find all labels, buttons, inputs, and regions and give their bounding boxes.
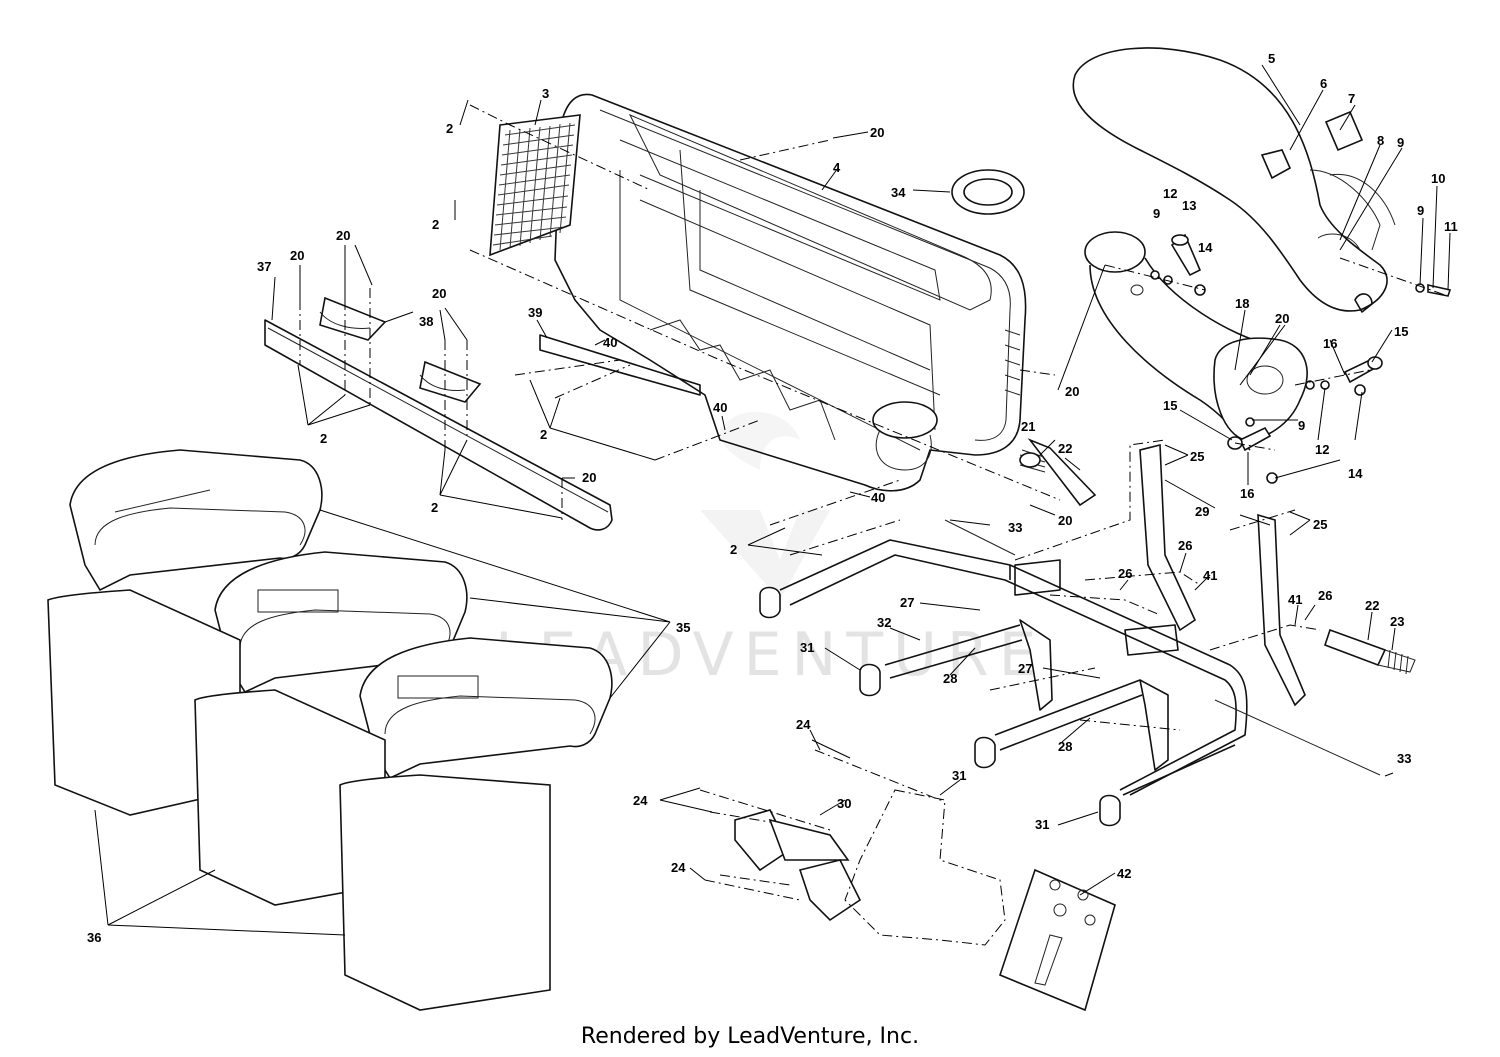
callout-40-b: 40 bbox=[713, 400, 727, 415]
footer-credit: Rendered by LeadVenture, Inc. bbox=[580, 1024, 920, 1049]
callout-20-d: 20 bbox=[290, 248, 304, 263]
callout-9-b: 9 bbox=[1417, 203, 1424, 218]
plate-part-42 bbox=[999, 868, 1116, 1012]
callout-5: 5 bbox=[1268, 51, 1275, 66]
ring-part-34 bbox=[951, 169, 1025, 215]
callout-33-a: 33 bbox=[1008, 520, 1022, 535]
callout-24-a: 24 bbox=[796, 717, 811, 732]
callout-11: 11 bbox=[1444, 219, 1458, 234]
callout-20-f: 20 bbox=[432, 286, 446, 301]
callout-20-g: 20 bbox=[582, 470, 596, 485]
callout-labels: 2 3 20 4 34 5 6 7 8 9 10 11 9 12 13 9 14… bbox=[87, 51, 1458, 945]
callout-24-c: 24 bbox=[671, 860, 686, 875]
callout-26-c: 26 bbox=[1318, 588, 1332, 603]
callout-20-h: 20 bbox=[1058, 513, 1072, 528]
callout-31-b: 31 bbox=[1035, 817, 1049, 832]
strip-part-39 bbox=[539, 334, 701, 396]
callout-12-b: 12 bbox=[1315, 442, 1329, 457]
callout-2-c: 2 bbox=[320, 431, 327, 446]
callout-10: 10 bbox=[1431, 171, 1445, 186]
callout-12-a: 12 bbox=[1163, 186, 1177, 201]
screen-part-3 bbox=[489, 114, 581, 257]
spring-sleeve-left bbox=[1019, 438, 1097, 507]
bag-frame-3 bbox=[359, 637, 613, 780]
callout-26-a: 26 bbox=[1178, 538, 1192, 553]
rail-part-37 bbox=[264, 319, 613, 531]
bracket-part-30 bbox=[734, 809, 862, 922]
callout-14-b: 14 bbox=[1348, 466, 1363, 481]
callout-6: 6 bbox=[1320, 76, 1327, 91]
callout-22-b: 22 bbox=[1365, 598, 1379, 613]
callout-28-b: 28 bbox=[1058, 739, 1072, 754]
callout-42: 42 bbox=[1117, 866, 1131, 881]
callout-39: 39 bbox=[528, 305, 542, 320]
callout-22-a: 22 bbox=[1058, 441, 1072, 456]
callout-36: 36 bbox=[87, 930, 101, 945]
callout-35: 35 bbox=[676, 620, 690, 635]
callout-30: 30 bbox=[837, 796, 851, 811]
callout-27-a: 27 bbox=[900, 595, 914, 610]
callout-2-a: 2 bbox=[446, 121, 453, 136]
callout-9-a: 9 bbox=[1397, 135, 1404, 150]
callout-27-b: 27 bbox=[1018, 661, 1032, 676]
callout-9-c: 9 bbox=[1153, 206, 1160, 221]
bracket-part-38-b bbox=[419, 360, 482, 403]
callout-40-c: 40 bbox=[871, 490, 885, 505]
callout-16-a: 16 bbox=[1323, 336, 1337, 351]
frame-assembly bbox=[759, 519, 1381, 827]
callout-25-b: 25 bbox=[1313, 517, 1327, 532]
callout-20-c: 20 bbox=[1065, 384, 1079, 399]
callout-40-a: 40 bbox=[603, 335, 617, 350]
callout-14-a: 14 bbox=[1198, 240, 1213, 255]
callout-7: 7 bbox=[1348, 91, 1355, 106]
callout-25-a: 25 bbox=[1190, 449, 1204, 464]
callout-23: 23 bbox=[1390, 614, 1404, 629]
bracket-part-38-a bbox=[319, 296, 387, 341]
callout-15-a: 15 bbox=[1394, 324, 1408, 339]
callout-20-a: 20 bbox=[870, 125, 884, 140]
arm-part-29-left bbox=[1139, 443, 1197, 632]
callout-31-c: 31 bbox=[952, 768, 966, 783]
watermark-logo bbox=[700, 411, 830, 600]
chute-part-5 bbox=[1072, 47, 1396, 313]
callout-2-e: 2 bbox=[540, 427, 547, 442]
leader-lines bbox=[94, 64, 1451, 936]
callout-38: 38 bbox=[419, 314, 433, 329]
callout-4: 4 bbox=[833, 160, 841, 175]
spring-sleeve-right bbox=[1323, 628, 1416, 675]
callout-3: 3 bbox=[542, 86, 549, 101]
callout-32: 32 bbox=[877, 615, 891, 630]
callout-20-e: 20 bbox=[336, 228, 350, 243]
callout-29: 29 bbox=[1195, 504, 1209, 519]
callout-21: 21 bbox=[1021, 419, 1035, 434]
callout-2-d: 2 bbox=[431, 500, 438, 515]
callout-37: 37 bbox=[257, 259, 271, 274]
callout-18: 18 bbox=[1235, 296, 1249, 311]
callout-8: 8 bbox=[1377, 133, 1384, 148]
arm-part-29-right bbox=[1257, 513, 1306, 707]
bag-frame-1 bbox=[69, 449, 323, 592]
callout-20-b: 20 bbox=[1275, 311, 1289, 326]
callout-2-f: 2 bbox=[730, 542, 737, 557]
callout-41-b: 41 bbox=[1288, 592, 1302, 607]
callout-26-b: 26 bbox=[1118, 566, 1132, 581]
bag-3 bbox=[339, 774, 551, 1011]
callout-9-d: 9 bbox=[1298, 418, 1305, 433]
mounting-plate-outline bbox=[844, 789, 1006, 946]
callout-2-b: 2 bbox=[432, 217, 439, 232]
callout-28-a: 28 bbox=[943, 671, 957, 686]
callout-34: 34 bbox=[891, 185, 906, 200]
callout-24-b: 24 bbox=[633, 793, 648, 808]
callout-33-b: 33 bbox=[1397, 751, 1411, 766]
callout-41-a: 41 bbox=[1203, 568, 1217, 583]
callout-13: 13 bbox=[1182, 198, 1196, 213]
callout-15-b: 15 bbox=[1163, 398, 1177, 413]
callout-16-b: 16 bbox=[1240, 486, 1254, 501]
callout-31-a: 31 bbox=[800, 640, 814, 655]
